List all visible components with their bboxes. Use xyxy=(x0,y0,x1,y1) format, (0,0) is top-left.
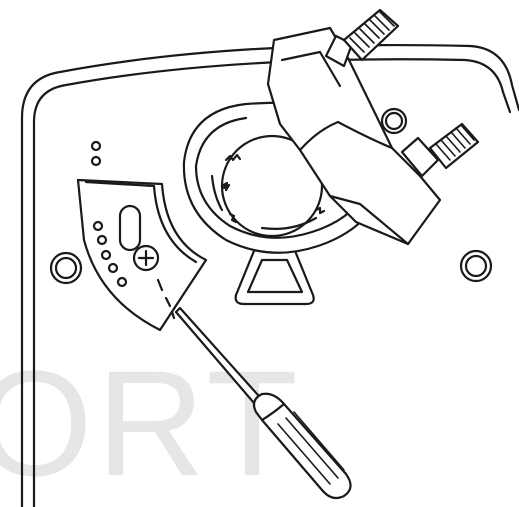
guide-line xyxy=(156,278,176,320)
threaded-bolt-right xyxy=(400,122,480,178)
screwdriver-icon xyxy=(174,306,352,500)
indicator-dots xyxy=(90,140,102,167)
phillips-screw-icon xyxy=(132,244,160,272)
watermark-text: ORT xyxy=(0,339,302,507)
threaded-bolt-top xyxy=(324,8,400,68)
mounting-hole-right xyxy=(459,249,493,283)
clamp-foot xyxy=(234,244,315,306)
mounting-hole-top xyxy=(380,107,408,135)
housing-outline xyxy=(20,43,519,507)
mounting-hole-left xyxy=(49,251,83,285)
